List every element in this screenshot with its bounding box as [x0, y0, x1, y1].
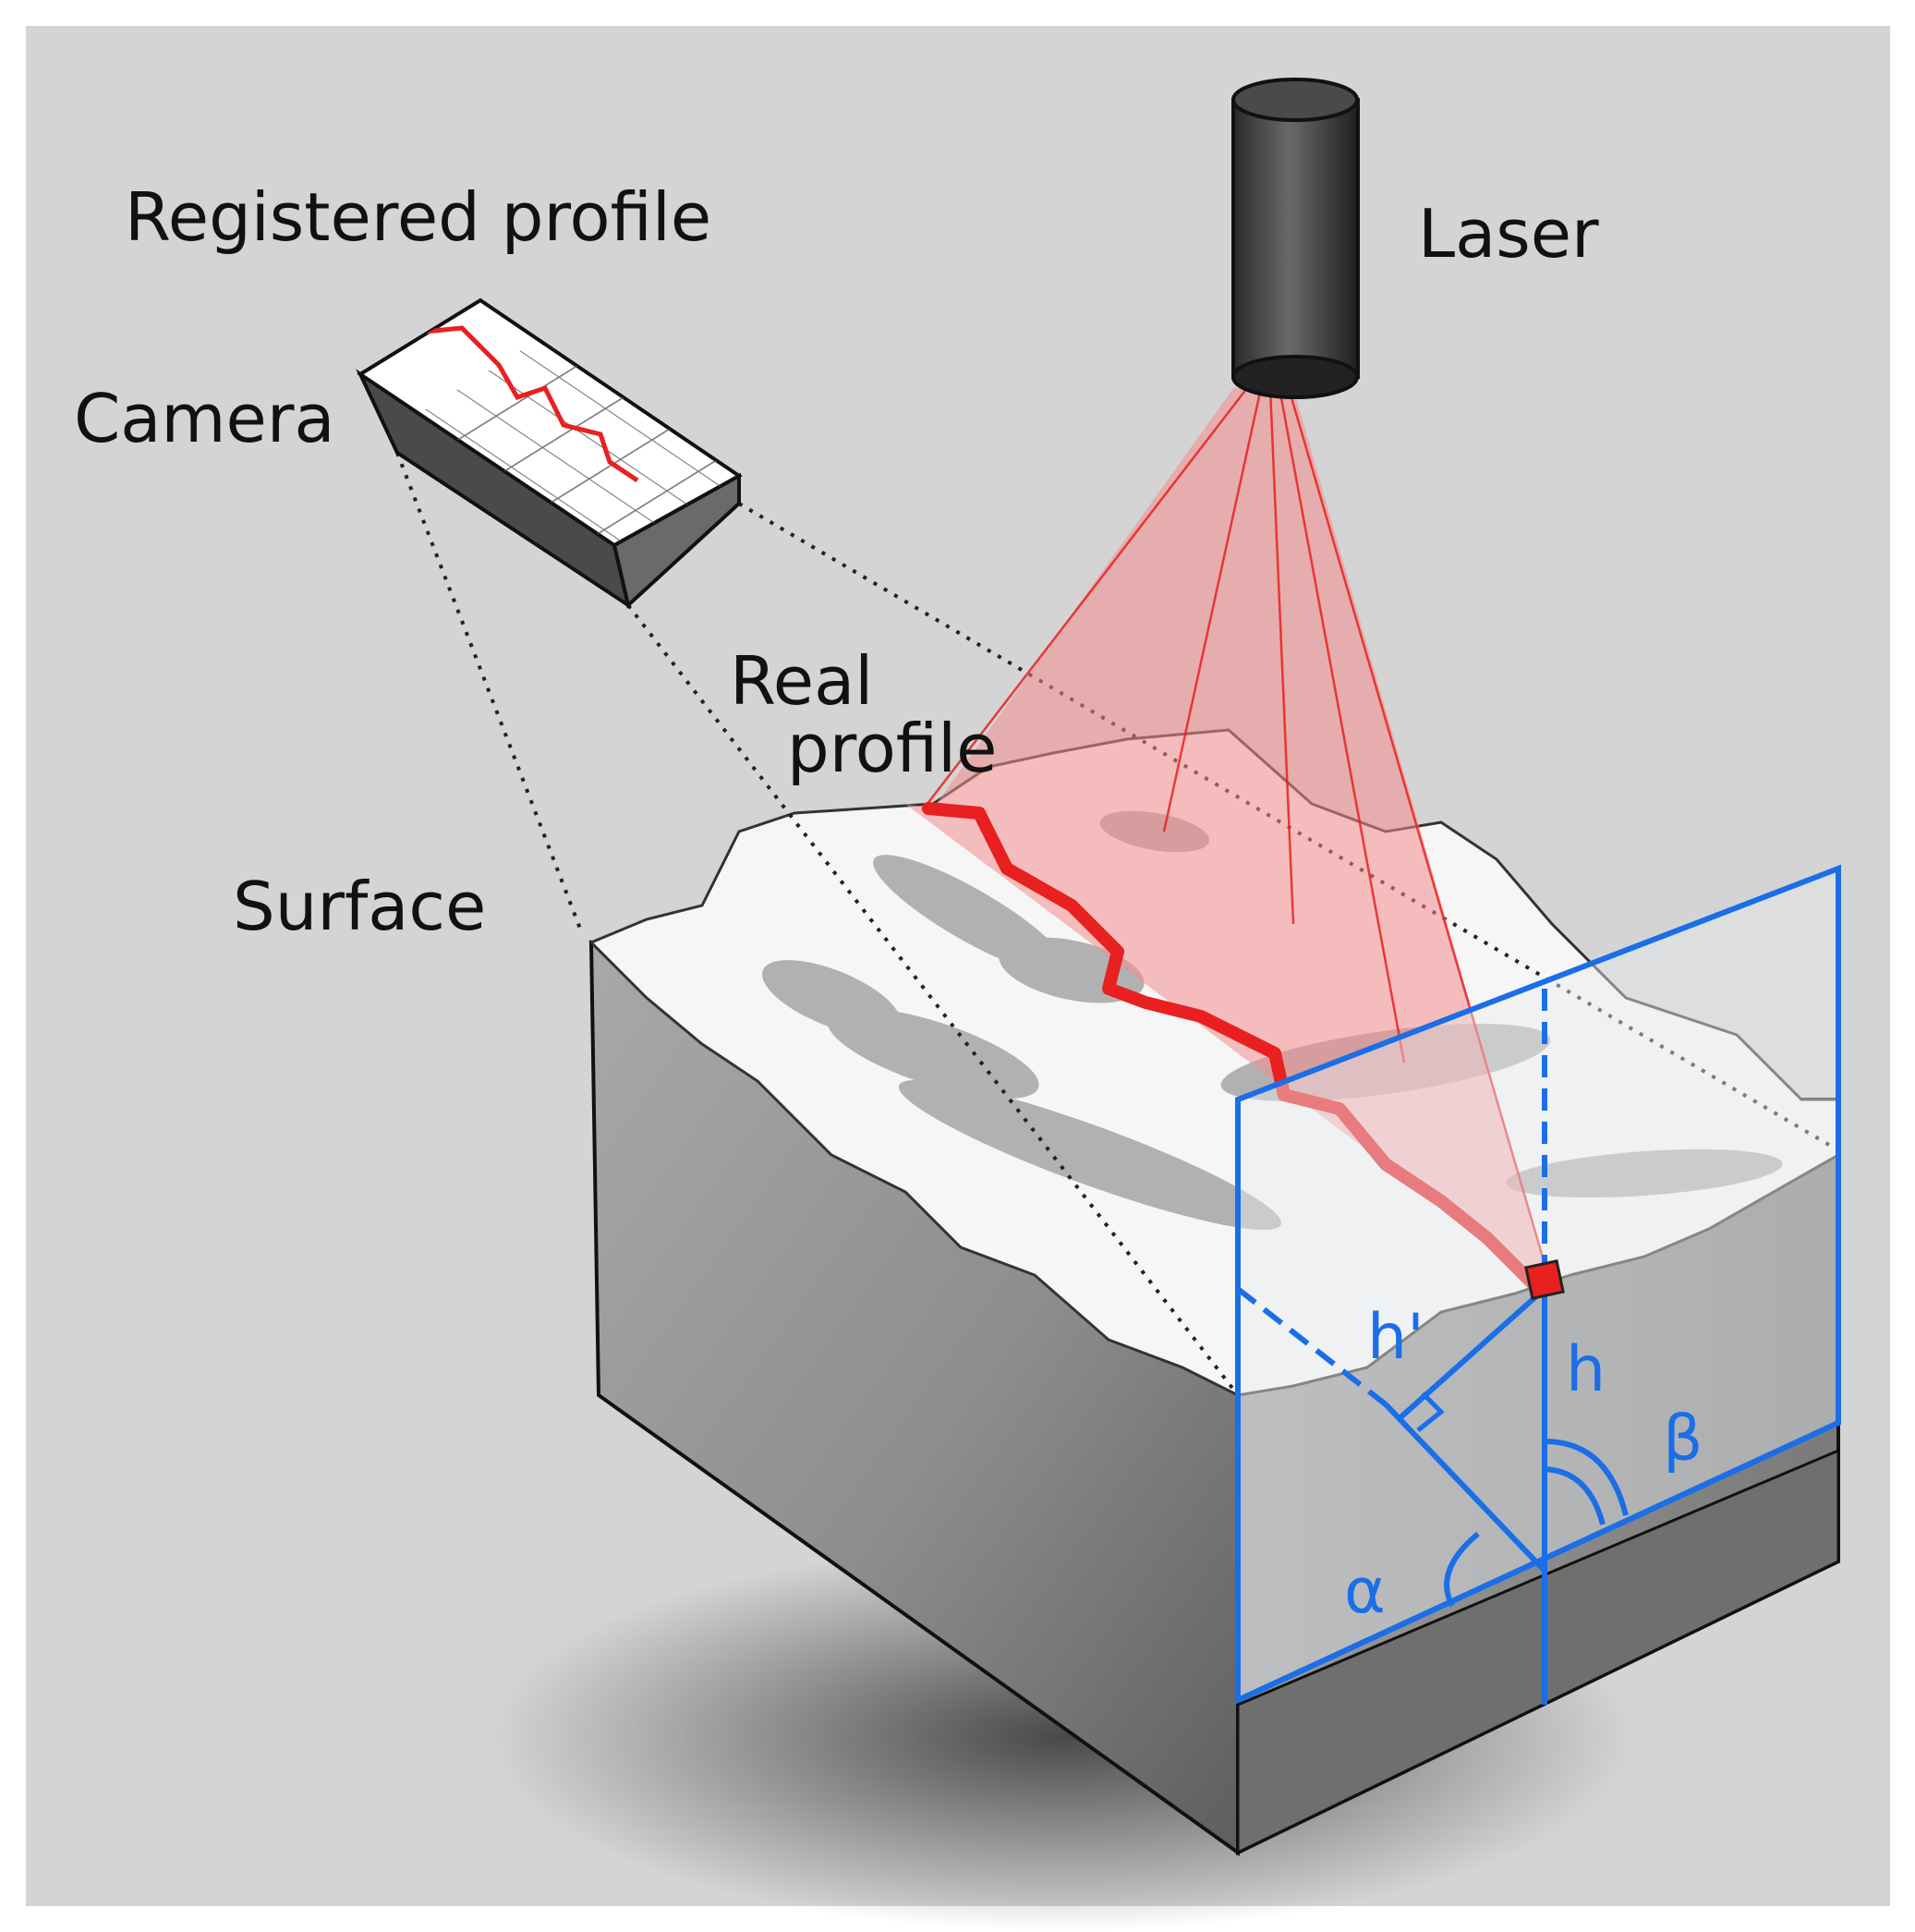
laser-spot	[1524, 1259, 1565, 1300]
alpha-arc	[1444, 1531, 1480, 1608]
label-registered-profile: Registered profile	[125, 178, 711, 256]
label-h-prime: h'	[1367, 1301, 1424, 1374]
beta-arc-outer	[1544, 1439, 1629, 1516]
label-laser: Laser	[1418, 195, 1599, 273]
beta-arc-inner	[1544, 1466, 1606, 1525]
label-real-profile-line2: profile	[787, 710, 997, 787]
right-angle-marker	[1416, 1391, 1445, 1432]
real-profile-line	[922, 802, 1540, 1291]
label-alpha: α	[1344, 1555, 1386, 1628]
laser-beam-rays	[923, 387, 1554, 1290]
label-surface: Surface	[233, 868, 486, 945]
camera-direction-solid	[1383, 1402, 1547, 1574]
block-right-base	[1236, 1448, 1840, 1855]
laser-beam-fan	[905, 388, 1552, 1289]
label-camera: Camera	[74, 380, 335, 457]
camera-device	[356, 298, 743, 610]
label-beta: β	[1663, 1403, 1703, 1476]
laser-device	[1231, 78, 1360, 399]
label-real-profile-line1: Real	[730, 642, 873, 720]
label-h: h	[1566, 1333, 1606, 1406]
registered-profile-curve	[415, 325, 639, 483]
